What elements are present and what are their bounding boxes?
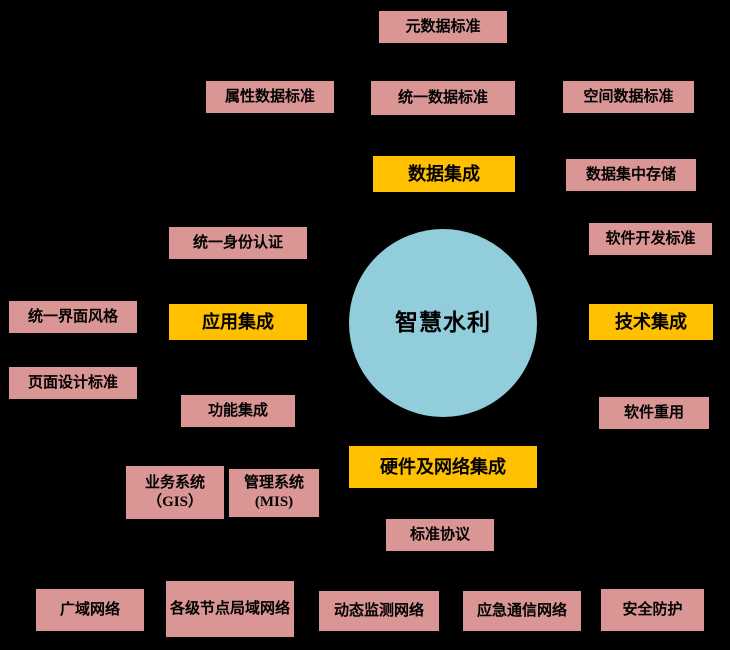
node-dynamic-monitoring-network: 动态监测网络	[318, 590, 440, 632]
node-data-integration: 数据集成	[372, 155, 516, 193]
node-standard-protocol: 标准协议	[385, 518, 495, 552]
node-software-dev-standard: 软件开发标准	[588, 222, 713, 256]
node-spatial-data-standard: 空间数据标准	[562, 80, 695, 114]
node-unified-ui-style: 统一界面风格	[8, 300, 138, 334]
node-hardware-network-integration: 硬件及网络集成	[348, 445, 538, 489]
node-unified-data-standard: 统一数据标准	[370, 80, 516, 116]
node-center-smart-water: 智慧水利	[348, 228, 538, 418]
node-function-integration: 功能集成	[180, 394, 296, 428]
node-unified-identity-auth: 统一身份认证	[168, 226, 308, 260]
node-tech-integration: 技术集成	[588, 303, 714, 341]
node-software-reuse: 软件重用	[598, 396, 710, 430]
node-metadata-standard: 元数据标准	[378, 10, 508, 44]
node-business-system-gis: 业务系统（GIS）	[125, 465, 225, 520]
node-app-integration: 应用集成	[168, 303, 308, 341]
node-management-system-mis: 管理系统(MIS)	[228, 468, 320, 518]
node-attribute-data-standard: 属性数据标准	[205, 80, 335, 114]
node-emergency-comm-network: 应急通信网络	[462, 590, 582, 632]
node-page-design-standard: 页面设计标准	[8, 366, 138, 400]
node-data-central-storage: 数据集中存储	[565, 158, 697, 192]
node-security-protection: 安全防护	[600, 588, 705, 632]
node-lan-network: 各级节点局域网络	[165, 580, 295, 638]
node-wan-network: 广域网络	[35, 588, 145, 632]
